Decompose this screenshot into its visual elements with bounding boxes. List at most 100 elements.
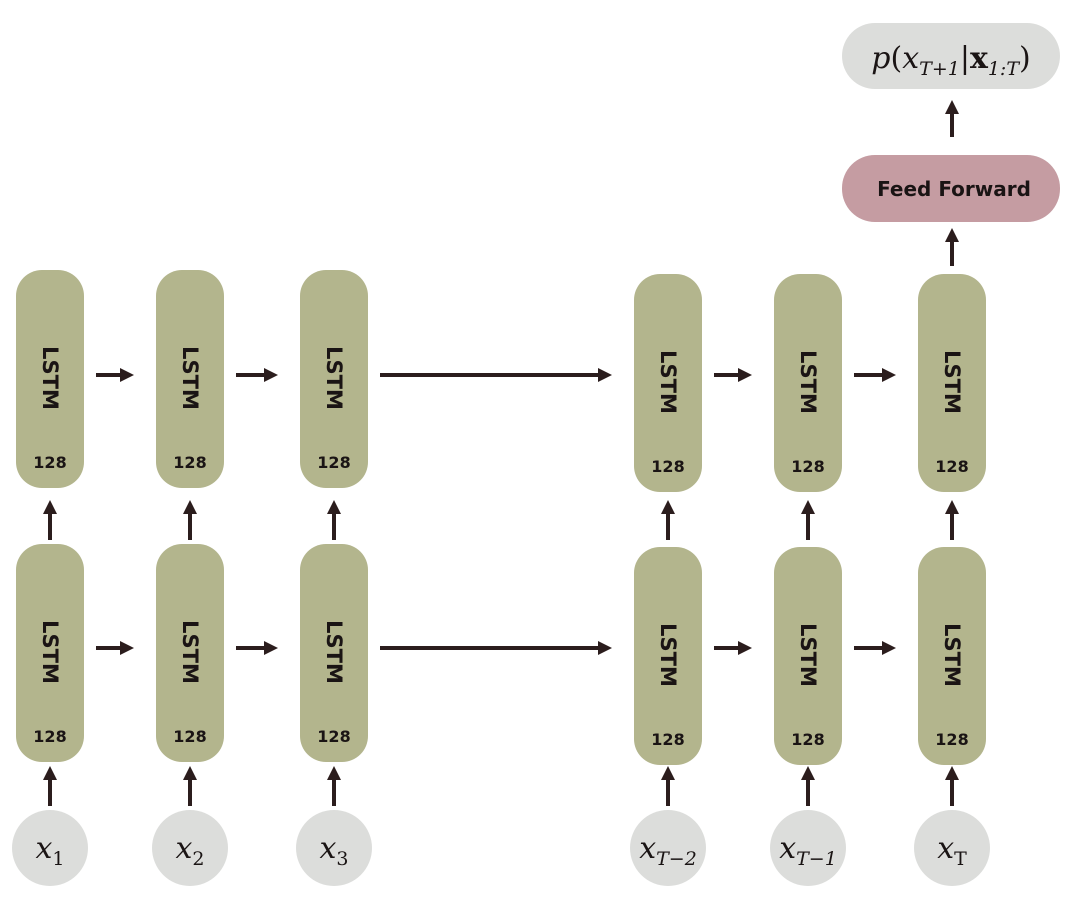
input-var: x: [35, 831, 52, 866]
lstm-to-ff-arrow: [945, 228, 959, 266]
input-node: x3: [296, 810, 372, 886]
recurrent-connections: [96, 368, 896, 655]
input-subscript: 2: [192, 848, 204, 870]
lstm-to-lstm-arrow: [945, 500, 959, 540]
input-circle: [630, 810, 706, 886]
lower-lstm-cell: LSTM 128: [634, 547, 702, 765]
upper-lstm-cell: LSTM 128: [300, 270, 368, 488]
input-to-lstm-arrow: [327, 766, 341, 806]
input-var: x: [937, 831, 954, 866]
input-circle: [12, 810, 88, 886]
lstm-to-lstm-arrow: [43, 500, 57, 540]
input-var: x: [779, 831, 796, 866]
upper-recurrent-arrow: [714, 368, 752, 382]
lower-lstm-units: 128: [33, 727, 66, 746]
lower-lstm-label: LSTM: [940, 623, 964, 687]
upper-lstm-label: LSTM: [322, 346, 346, 410]
lower-lstm-box: [774, 547, 842, 765]
upper-lstm-box: [774, 274, 842, 492]
upper-lstm-label: LSTM: [796, 350, 820, 414]
output-formula: p(xT+1|x1:T): [871, 41, 1030, 80]
input-label: x3: [319, 831, 348, 870]
upper-recurrent-arrow: [380, 368, 612, 382]
upper-lstm-box: [16, 270, 84, 488]
upper-lstm-box: [300, 270, 368, 488]
input-to-lstm-arrow: [801, 766, 815, 806]
upper-lstm-label: LSTM: [178, 346, 202, 410]
lower-lstm-box: [300, 544, 368, 762]
output-x-subscript: T+1: [919, 58, 960, 80]
ff-to-output-arrow: [945, 100, 959, 137]
lstm-columns: LSTM128LSTM128x1LSTM128LSTM128x2LSTM128L…: [12, 270, 990, 886]
upper-lstm-units: 128: [33, 453, 66, 472]
upper-lstm-cell: LSTM 128: [774, 274, 842, 492]
output-node: p(xT+1|x1:T): [842, 23, 1060, 89]
upper-lstm-units: 128: [791, 457, 824, 476]
input-label: x1: [35, 831, 64, 870]
lower-lstm-units: 128: [791, 730, 824, 749]
lower-recurrent-arrow: [380, 641, 612, 655]
lower-lstm-cell: LSTM 128: [156, 544, 224, 762]
input-label: xT−1: [779, 831, 837, 870]
input-label: xT−2: [639, 831, 697, 870]
input-var: x: [639, 831, 656, 866]
lower-lstm-label: LSTM: [656, 623, 680, 687]
upper-lstm-units: 128: [317, 453, 350, 472]
output-bold-x-subscript: 1:T: [988, 58, 1020, 80]
upper-recurrent-arrow: [96, 368, 134, 382]
upper-recurrent-arrow: [236, 368, 278, 382]
input-to-lstm-arrow: [661, 766, 675, 806]
lower-lstm-label: LSTM: [796, 623, 820, 687]
output-bold-x: x: [970, 41, 989, 76]
lower-lstm-cell: LSTM 128: [16, 544, 84, 762]
feed-forward-node: Feed Forward: [842, 155, 1060, 222]
upper-lstm-label: LSTM: [940, 350, 964, 414]
upper-recurrent-arrow: [854, 368, 896, 382]
output-close-paren: ): [1019, 41, 1031, 76]
lower-lstm-label: LSTM: [322, 620, 346, 684]
input-circle: [914, 810, 990, 886]
lower-lstm-label: LSTM: [178, 620, 202, 684]
input-node: xT−2: [630, 810, 706, 886]
output-p: p: [871, 41, 890, 76]
input-node: x1: [12, 810, 88, 886]
lower-recurrent-arrow: [854, 641, 896, 655]
upper-lstm-units: 128: [173, 453, 206, 472]
input-circle: [296, 810, 372, 886]
input-circle: [770, 810, 846, 886]
input-var: x: [175, 831, 192, 866]
input-subscript: T−2: [656, 848, 697, 870]
lower-lstm-cell: LSTM 128: [774, 547, 842, 765]
lower-recurrent-arrow: [96, 641, 134, 655]
input-to-lstm-arrow: [183, 766, 197, 806]
output-bar: |: [960, 41, 970, 76]
input-label: xT: [937, 831, 967, 870]
lower-lstm-units: 128: [173, 727, 206, 746]
input-label: x2: [175, 831, 204, 870]
lstm-to-lstm-arrow: [327, 500, 341, 540]
lstm-to-lstm-arrow: [801, 500, 815, 540]
lower-lstm-units: 128: [651, 730, 684, 749]
output-box: [842, 23, 1060, 89]
input-to-lstm-arrow: [945, 766, 959, 806]
input-subscript: 3: [336, 848, 348, 870]
input-subscript: T: [954, 848, 967, 870]
upper-lstm-box: [918, 274, 986, 492]
input-node: xT−1: [770, 810, 846, 886]
input-circle: [152, 810, 228, 886]
lower-lstm-label: LSTM: [38, 620, 62, 684]
upper-lstm-box: [634, 274, 702, 492]
upper-lstm-label: LSTM: [656, 350, 680, 414]
output-open-paren: (: [891, 41, 903, 76]
